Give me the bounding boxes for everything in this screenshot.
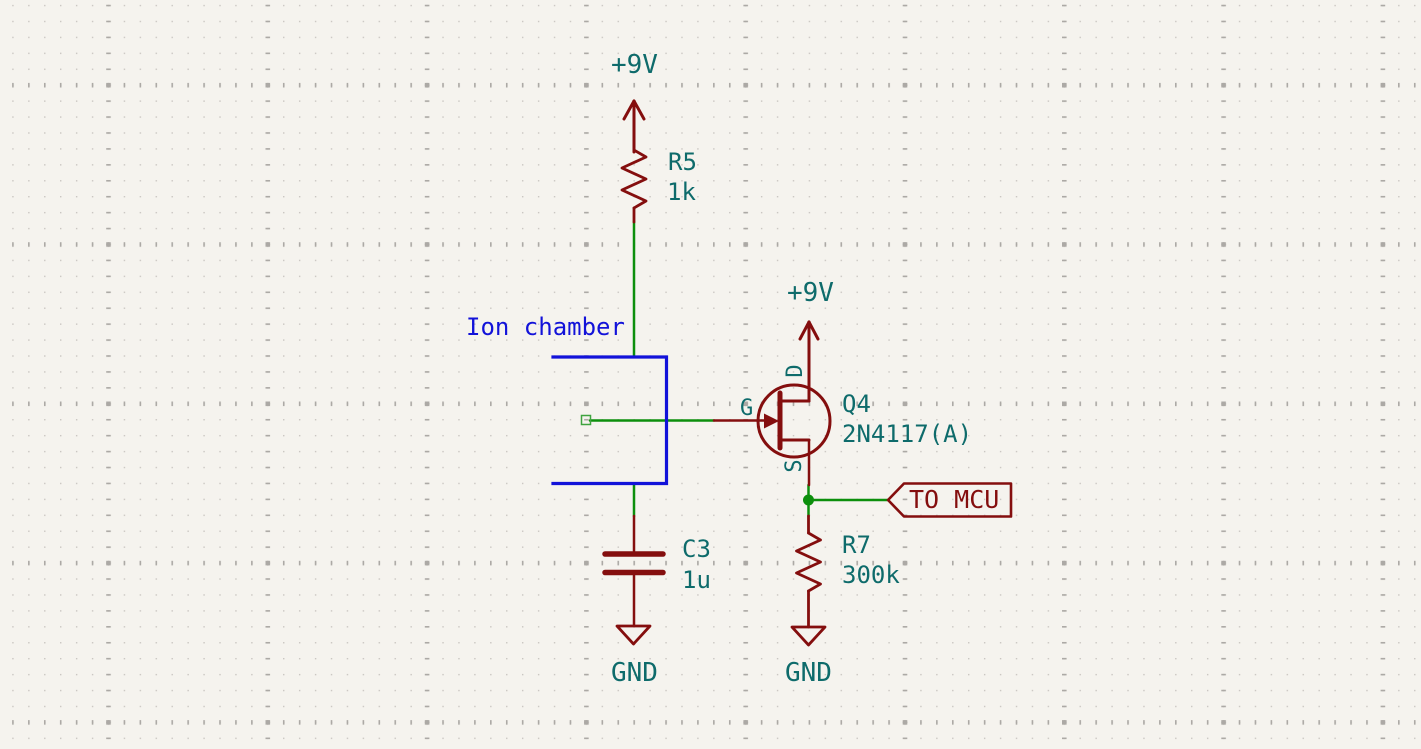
r7-reference[interactable]: R7: [842, 531, 871, 559]
r5-value[interactable]: 1k: [667, 178, 696, 206]
ion-chamber-symbol[interactable]: [551, 355, 669, 486]
q4-reference[interactable]: Q4: [842, 390, 871, 418]
q4-pin-name-g: G: [740, 396, 754, 421]
q4-pin-name-d: D: [783, 364, 808, 378]
jfet-q4-symbol[interactable]: [712, 383, 832, 487]
to-mcu-label-outline[interactable]: [886, 482, 1013, 518]
gate-arrow: [764, 413, 779, 429]
gnd-symbol-r7[interactable]: [790, 625, 827, 647]
q4-pin-name-s: S: [782, 459, 807, 473]
power-label-9v-drain[interactable]: +9V: [787, 278, 834, 308]
gnd-symbol-c3[interactable]: [615, 624, 652, 646]
dangling-end-square[interactable]: [580, 414, 592, 426]
ion-chamber-note[interactable]: Ion chamber: [466, 313, 625, 341]
wire-junction-dot[interactable]: [803, 494, 814, 506]
power-flag-9v-top[interactable]: [622, 99, 646, 154]
r5-reference[interactable]: R5: [668, 148, 697, 176]
capacitor-c3-symbol[interactable]: [602, 514, 666, 628]
q4-value[interactable]: 2N4117(A): [842, 420, 973, 448]
gnd-label-c3[interactable]: GND: [611, 658, 658, 688]
r7-value[interactable]: 300k: [842, 561, 900, 589]
gnd-label-r7[interactable]: GND: [785, 658, 832, 688]
power-flag-9v-drain[interactable]: [798, 320, 820, 403]
resistor-r5-symbol[interactable]: [620, 148, 648, 224]
resistor-r7-symbol[interactable]: [795, 514, 822, 629]
power-label-9v-top[interactable]: +9V: [611, 50, 658, 80]
c3-reference[interactable]: C3: [682, 535, 711, 563]
c3-value[interactable]: 1u: [682, 566, 711, 594]
to-mcu-label-text[interactable]: TO MCU: [909, 485, 1000, 514]
